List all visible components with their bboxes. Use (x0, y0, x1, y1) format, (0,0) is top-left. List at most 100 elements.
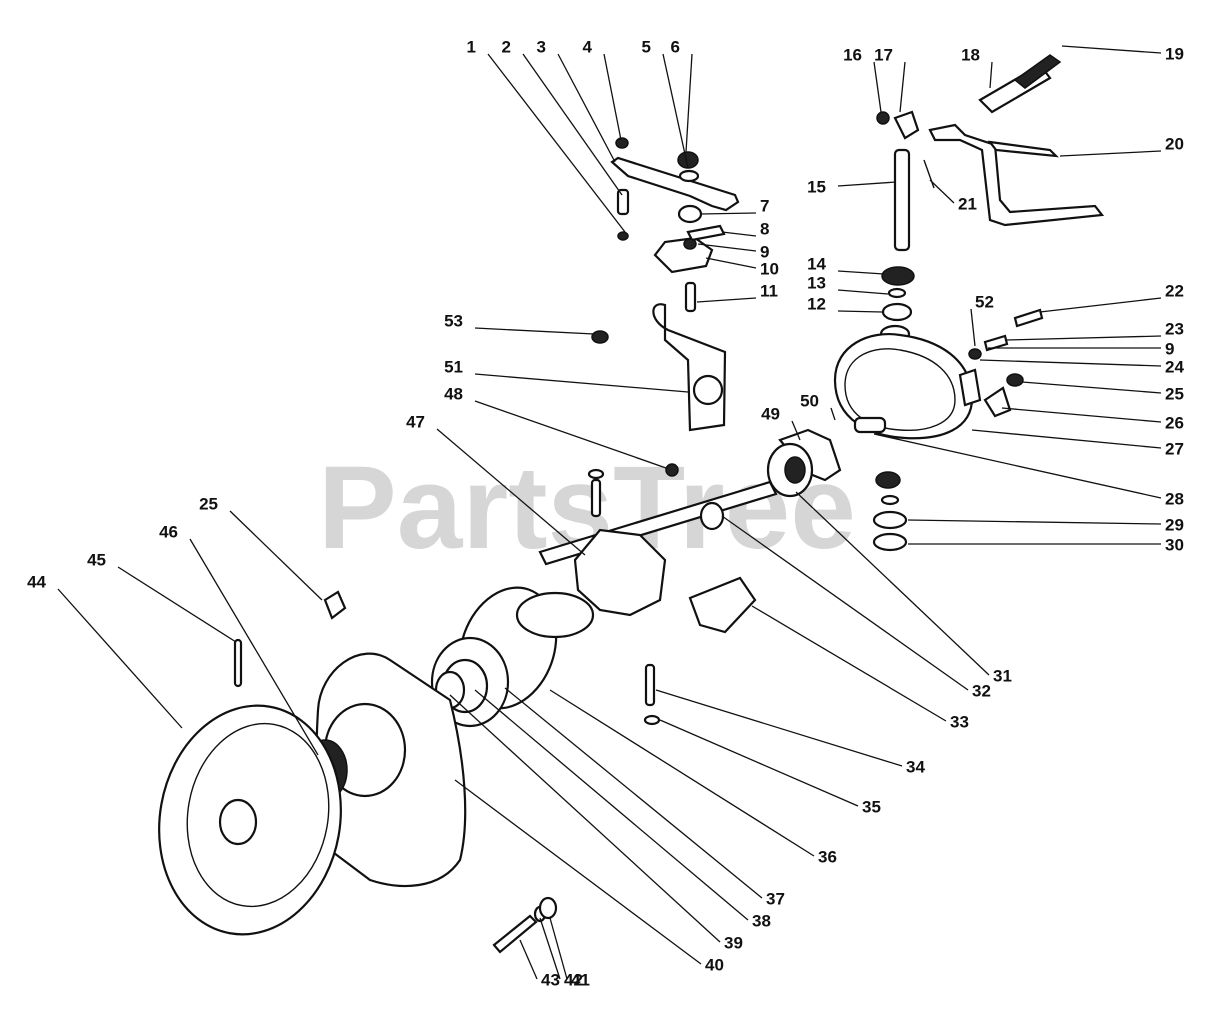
ring-13 (887, 287, 907, 299)
leader-line-19 (1061, 45, 1162, 54)
leader-line-36 (549, 689, 815, 857)
callout-label-35: 35 (862, 797, 881, 816)
gear-29 (872, 510, 908, 530)
callout-label-4: 4 (583, 37, 593, 56)
callout-label-15: 15 (807, 177, 826, 196)
leader-line-1 (487, 53, 626, 233)
callout-label-22: 22 (1165, 281, 1184, 300)
hub-17 (893, 110, 920, 140)
shift-assembly-parts (833, 54, 1105, 552)
callout-label-26: 26 (1165, 413, 1184, 432)
callout-label-24: 24 (1165, 357, 1184, 376)
leader-line-52 (970, 308, 976, 347)
case-boss-28 (853, 416, 887, 434)
callout-label-28: 28 (1165, 489, 1184, 508)
callout-label-50: 50 (800, 391, 819, 410)
pin-21 (923, 159, 935, 189)
leader-line-27 (971, 429, 1162, 449)
callout-label-11: 11 (760, 281, 778, 300)
callout-label-39: 39 (724, 933, 743, 952)
leader-line-53 (474, 327, 595, 335)
leader-line-43 (519, 939, 538, 980)
leader-line-26 (1001, 407, 1162, 423)
shift-shaft-15 (893, 148, 911, 252)
nut-16 (876, 111, 890, 125)
leader-line-13 (837, 289, 889, 295)
leader-line-48 (474, 400, 667, 469)
mounting-bracket-51 (591, 303, 727, 477)
leader-line-38 (474, 689, 749, 921)
leader-line-6 (685, 53, 693, 153)
screw-48 (665, 463, 679, 477)
leader-line-28 (873, 433, 1162, 499)
bearing-12 (881, 302, 913, 322)
clip-35 (643, 714, 661, 726)
leader-line-32 (721, 515, 969, 691)
bracket-hole (692, 374, 724, 406)
leader-line-2 (522, 53, 623, 196)
pulley-hub (784, 456, 806, 484)
washer-5 (678, 169, 700, 183)
leader-line-17 (899, 61, 906, 113)
leader-line-5 (662, 53, 689, 169)
pin-upper (590, 478, 602, 518)
washer-30 (872, 532, 908, 552)
bushing-7 (677, 204, 703, 224)
callout-label-34: 34 (906, 757, 925, 776)
callout-label-10: 10 (760, 259, 779, 278)
leader-line-4 (603, 53, 622, 141)
leader-line-35 (659, 719, 859, 807)
leader-line-7 (699, 212, 757, 215)
upper-linkage-parts (610, 137, 740, 313)
clip-upper (587, 468, 605, 480)
bolt-25 (1006, 373, 1024, 387)
callout-label-45: 45 (87, 550, 106, 569)
leader-line-31 (795, 491, 990, 676)
callout-label-40: 40 (705, 955, 724, 974)
housing-47 (573, 528, 667, 617)
callout-label-43: 43 (541, 970, 560, 989)
bracket-10 (653, 236, 714, 274)
drive-hub (515, 591, 595, 639)
bracket-33 (688, 576, 757, 634)
leader-line-45 (117, 566, 237, 643)
callout-label-44: 44 (27, 572, 46, 591)
pivot-2 (616, 188, 630, 216)
callout-label-19: 19 (1165, 44, 1184, 63)
leader-line-25 (229, 510, 323, 601)
leader-line-46 (189, 538, 319, 756)
callout-label-20: 20 (1165, 134, 1184, 153)
callout-label-29: 29 (1165, 515, 1184, 534)
callout-label-49: 49 (761, 404, 780, 423)
link-arm-3 (610, 156, 740, 212)
cover-and-pulley (158, 590, 558, 954)
leader-line-34 (655, 689, 903, 767)
callout-label-38: 38 (752, 911, 771, 930)
leader-line-9 (697, 243, 757, 252)
leader-line-49 (791, 420, 801, 441)
spring-14 (881, 266, 915, 286)
bolt-8 (686, 224, 726, 242)
shaft-assembly (430, 428, 842, 728)
nut-52 (968, 348, 982, 360)
nut-9 (683, 238, 697, 250)
leader-line-14 (837, 270, 885, 275)
callout-label-18: 18 (961, 45, 980, 64)
leader-line-41 (549, 917, 568, 980)
pulley-groove (186, 722, 330, 908)
leader-line-40 (454, 779, 702, 965)
pin-45 (233, 638, 243, 688)
leader-line-29 (907, 519, 1162, 525)
leader-line-50 (830, 407, 836, 421)
leader-line-23 (1005, 335, 1162, 341)
screw-23 (983, 334, 1009, 352)
callout-label-52: 52 (975, 292, 994, 311)
callout-label-42: 42 (564, 970, 583, 989)
callout-label-36: 36 (818, 847, 837, 866)
callout-label-41: 41 (571, 970, 590, 989)
bolt-43 (492, 914, 538, 954)
callout-label-8: 8 (760, 219, 769, 238)
leader-line-16 (873, 61, 882, 113)
leader-line-15 (837, 181, 897, 187)
